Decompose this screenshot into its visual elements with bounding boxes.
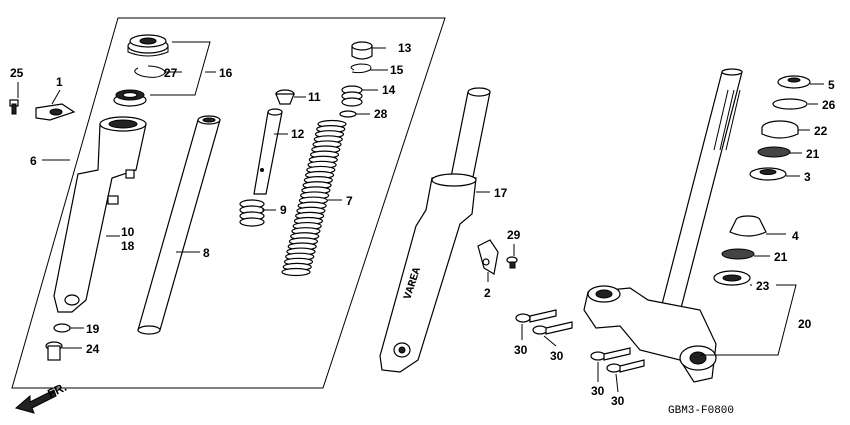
bolt-30-d bbox=[606, 359, 645, 373]
washer-26 bbox=[772, 98, 808, 110]
callout-26: 26 bbox=[822, 98, 836, 112]
callout-19: 19 bbox=[86, 322, 100, 336]
bolt-29 bbox=[506, 256, 518, 269]
bolt-30-b bbox=[532, 321, 573, 335]
bolt-25 bbox=[9, 99, 19, 115]
front-label: FR. bbox=[45, 380, 68, 401]
fork-slider-left bbox=[53, 116, 147, 313]
callout-22: 22 bbox=[814, 124, 828, 138]
callout-2: 2 bbox=[484, 286, 491, 300]
callout-12: 12 bbox=[291, 127, 305, 141]
race-23 bbox=[713, 270, 751, 286]
callout-4: 4 bbox=[792, 229, 799, 243]
callout-30-d: 30 bbox=[611, 394, 625, 408]
rebound-spring-9 bbox=[239, 199, 265, 227]
fork-pipe-8 bbox=[137, 115, 221, 335]
callout-13: 13 bbox=[398, 41, 412, 55]
oring-28 bbox=[339, 110, 357, 118]
clip-1 bbox=[35, 103, 76, 121]
callout-21-top: 21 bbox=[806, 147, 820, 161]
callout-29: 29 bbox=[507, 228, 521, 242]
spring-coil bbox=[281, 267, 311, 277]
callout-5: 5 bbox=[828, 78, 835, 92]
assembly-frame bbox=[11, 17, 446, 389]
hose-clamp-2 bbox=[477, 239, 499, 275]
leader-lines bbox=[17, 47, 824, 393]
callout-1: 1 bbox=[56, 75, 63, 89]
callout-3: 3 bbox=[804, 170, 811, 184]
callout-23: 23 bbox=[756, 279, 770, 293]
callout-30-a: 30 bbox=[514, 343, 528, 357]
fork-17: VAREA bbox=[379, 87, 491, 373]
callout-30-c: 30 bbox=[591, 384, 605, 398]
bolt-24 bbox=[45, 341, 63, 361]
bolt-30-a bbox=[515, 309, 557, 323]
callout-15: 15 bbox=[390, 63, 404, 77]
callout-17: 17 bbox=[494, 186, 508, 200]
callout-27: 27 bbox=[164, 66, 178, 80]
callout-8: 8 bbox=[203, 246, 210, 260]
bolt-30-c bbox=[590, 347, 631, 361]
circlip-15 bbox=[350, 63, 372, 74]
callout-10: 10 bbox=[121, 225, 135, 239]
dust-seal-group bbox=[113, 34, 169, 107]
steering-stem-20 bbox=[583, 68, 743, 383]
callout-24: 24 bbox=[86, 342, 100, 356]
diagram-code: GBM3-F0800 bbox=[668, 405, 734, 417]
callout-18: 18 bbox=[121, 239, 135, 253]
callout-21-bottom: 21 bbox=[774, 250, 788, 264]
callout-7: 7 bbox=[346, 194, 353, 208]
callout-28: 28 bbox=[374, 107, 388, 121]
fork-spring-7 bbox=[281, 119, 347, 277]
callout-11: 11 bbox=[308, 90, 321, 104]
race-3 bbox=[749, 167, 787, 181]
callout-6: 6 bbox=[30, 154, 37, 168]
callout-14: 14 bbox=[382, 83, 396, 97]
front-arrow-icon: FR. bbox=[14, 380, 69, 414]
fork-cap-13 bbox=[351, 41, 373, 60]
bearing-21-top bbox=[757, 146, 791, 158]
seat-pipe-12 bbox=[253, 89, 295, 195]
callout-30-b: 30 bbox=[550, 349, 564, 363]
washer-19 bbox=[53, 323, 71, 333]
callout-20: 20 bbox=[798, 317, 812, 331]
race-4 bbox=[729, 215, 767, 237]
callout-16: 16 bbox=[219, 66, 233, 80]
locknut-5 bbox=[777, 75, 811, 89]
bearing-21-bottom bbox=[721, 248, 755, 260]
spring-14 bbox=[341, 85, 363, 107]
callout-9: 9 bbox=[280, 203, 287, 217]
nut-22 bbox=[761, 120, 799, 139]
callout-25: 25 bbox=[10, 66, 24, 80]
